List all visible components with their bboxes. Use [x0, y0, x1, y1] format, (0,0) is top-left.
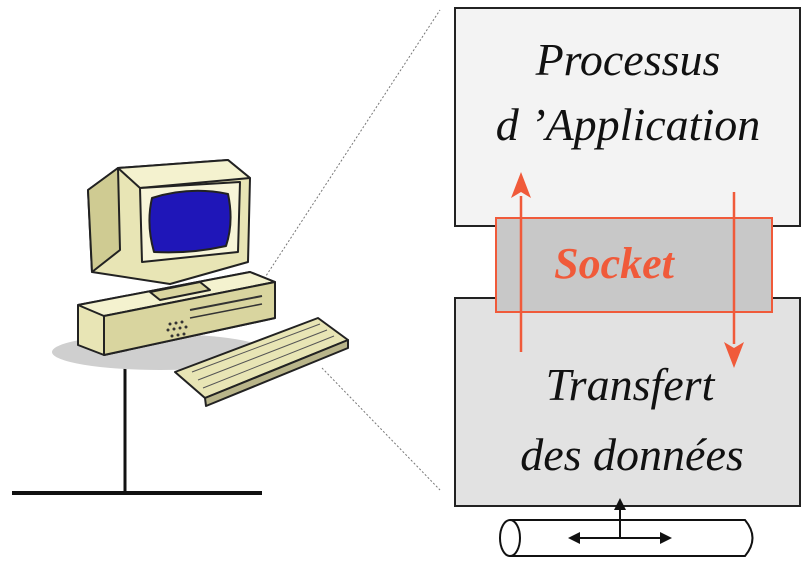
socket-box: Socket	[495, 217, 773, 313]
transfer-line-2: des données	[520, 429, 744, 480]
network-stand	[12, 365, 262, 495]
data-transfer-box: Transfert des données	[454, 297, 801, 507]
application-line-1: Processus	[535, 34, 721, 85]
zoom-lines	[261, 9, 441, 491]
computer-icon	[52, 159, 349, 407]
transfer-line-1: Transfert	[546, 359, 716, 410]
application-process-box: Processus d ’Application	[454, 7, 801, 227]
socket-label: Socket	[554, 239, 676, 288]
down-arrow-icon	[724, 192, 744, 368]
up-arrow-icon	[511, 172, 531, 352]
application-line-2: d ’Application	[496, 99, 760, 150]
bidirectional-arrow-icon	[568, 498, 672, 544]
